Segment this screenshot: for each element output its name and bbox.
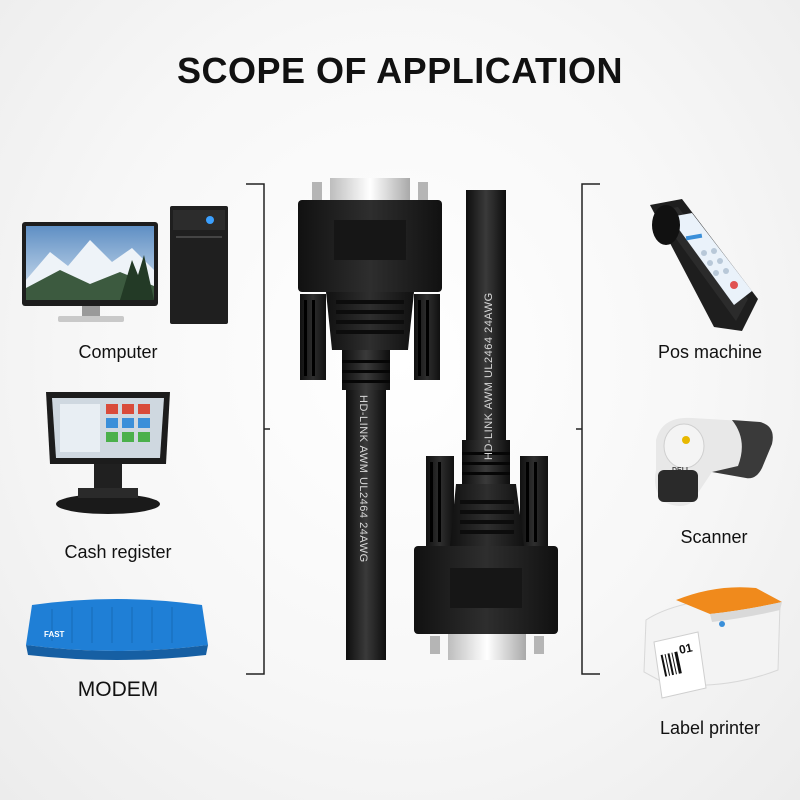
- cash-register-label: Cash register: [64, 542, 172, 562]
- label-printer-label: Label printer: [659, 718, 761, 738]
- pos-machine-label: Pos machine: [657, 342, 763, 362]
- modem-brand-text: FAST: [44, 630, 65, 639]
- scanner-icon: DELI: [655, 417, 773, 506]
- page-title: SCOPE OF APPLICATION: [176, 50, 624, 91]
- computer-icon: [22, 206, 228, 324]
- db9-cable-icon: HD-LINK AWM UL2464 24AWG HD-LINK AWM UL2…: [298, 178, 558, 660]
- left-bracket: [246, 183, 270, 675]
- modem-label: MODEM: [77, 678, 159, 701]
- printer-label-number: 01: [678, 640, 694, 657]
- label-printer-icon: 01: [643, 587, 782, 699]
- cable-print-left: HD-LINK AWM UL2464 24AWG: [357, 395, 369, 563]
- pos-machine-icon: [650, 199, 758, 331]
- right-bracket: [576, 183, 600, 675]
- scanner-label: Scanner: [680, 527, 748, 547]
- computer-label: Computer: [78, 342, 158, 362]
- modem-icon: FAST: [26, 599, 208, 660]
- cash-register-icon: [46, 392, 170, 514]
- cable-print-right: HD-LINK AWM UL2464 24AWG: [483, 292, 495, 460]
